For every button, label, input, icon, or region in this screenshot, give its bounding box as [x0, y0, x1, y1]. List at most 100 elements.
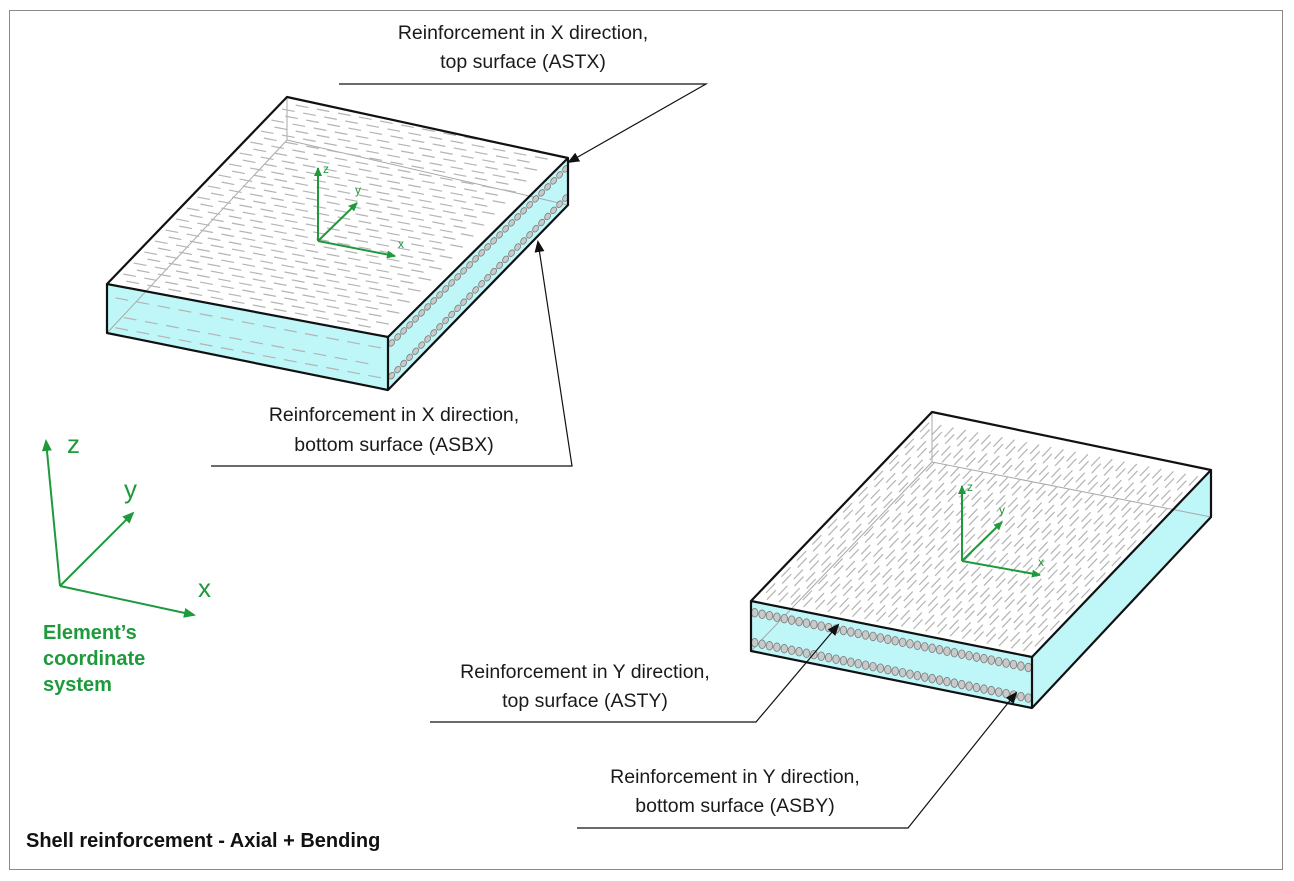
rebar-end	[802, 648, 811, 658]
rebar-end	[448, 310, 455, 319]
rebar-dash	[375, 321, 389, 325]
rebar-dash	[492, 200, 506, 204]
rebar-dash	[1020, 499, 1030, 510]
rebar-end	[913, 670, 922, 681]
rebar-end	[502, 255, 509, 264]
rebar-dash	[220, 347, 234, 351]
rebar-dash	[379, 198, 393, 202]
rebar-end	[869, 661, 877, 672]
rebar-dash	[965, 457, 976, 468]
rebar-end	[935, 645, 944, 655]
rebar-dash	[1106, 523, 1117, 534]
rebar-dash	[1017, 601, 1028, 612]
rebar-dash	[928, 526, 939, 537]
rebar-dash	[334, 157, 348, 161]
rebar-dash	[249, 271, 263, 275]
rebar-dash	[207, 237, 221, 241]
rebar-dash	[1017, 525, 1028, 536]
rebar-dash	[846, 567, 856, 578]
rebar-dash	[1010, 631, 1020, 642]
rebar-dash	[239, 256, 253, 260]
rebar-dash	[882, 567, 892, 579]
rebar-dash	[147, 258, 161, 263]
rebar-end	[906, 639, 914, 649]
rebar-dash	[949, 466, 960, 477]
rebar-dash	[513, 178, 527, 182]
rebar-dash	[1038, 541, 1049, 552]
rebar-dash	[336, 320, 350, 324]
rebar-dash	[973, 547, 984, 559]
slab2-local-x-label: x	[1038, 555, 1044, 569]
slab1-top-rebar-dashes	[123, 104, 548, 328]
rebar-dash	[1077, 530, 1088, 541]
rebar-dash	[790, 587, 801, 599]
rebar-dash	[326, 279, 340, 283]
rebar-dash	[292, 149, 306, 153]
rebar-dash	[189, 292, 203, 297]
rebar-dash	[985, 626, 996, 638]
rebar-dash	[921, 556, 932, 567]
rebar-dash	[879, 516, 890, 528]
rebar-dash	[889, 537, 899, 548]
rebar-dash	[408, 210, 421, 214]
rebar-dash	[910, 561, 921, 572]
rebar-dash	[867, 507, 878, 518]
rebar-dash	[316, 160, 330, 165]
rebar-dash	[1176, 473, 1187, 484]
rebar-dash	[221, 207, 235, 212]
rebar-dash	[376, 269, 390, 273]
rebar-dash	[400, 254, 414, 258]
rebar-dash	[260, 182, 274, 186]
rebar-dash	[949, 626, 960, 637]
rebar-dash	[940, 445, 951, 456]
rebar-dash	[925, 461, 936, 472]
rebar-dash	[1030, 451, 1041, 462]
rebar-dash	[231, 300, 245, 304]
rebar-dash	[873, 553, 884, 565]
rebar-dash	[365, 254, 379, 258]
rebar-dash	[410, 269, 424, 273]
rebar-dash	[1157, 507, 1168, 519]
rebar-dash	[952, 600, 963, 612]
rebar-dash	[411, 243, 424, 247]
rebar-dash	[1039, 471, 1050, 483]
rebar-dash	[984, 499, 994, 510]
rebar-dash	[157, 247, 171, 252]
rebar-dash	[1063, 469, 1073, 481]
rebar-dash	[295, 130, 309, 135]
rebar-dash	[916, 524, 927, 535]
rebar-dash	[218, 174, 232, 179]
rebar-dash	[323, 298, 337, 302]
rebar-dash	[397, 273, 411, 277]
rebar-dash	[980, 510, 991, 522]
rebar-dash	[294, 286, 308, 290]
rebar-dash	[1005, 446, 1016, 457]
rebar-dash	[253, 174, 267, 179]
rebar-dash	[894, 570, 905, 581]
rebar-dash	[260, 234, 274, 238]
rebar-dash	[885, 549, 896, 560]
rebar-dash	[218, 252, 231, 256]
rebar-dash	[860, 544, 871, 555]
rebar-dash	[1097, 502, 1108, 513]
rebar-dash	[304, 362, 318, 367]
rebar-dash	[355, 187, 369, 191]
rebar-dash	[926, 468, 937, 479]
rebar-dash	[316, 264, 329, 268]
rebar-dash	[355, 360, 369, 365]
rebar-dash	[439, 203, 453, 207]
rebar-dash	[814, 592, 825, 603]
rebar-dash	[852, 530, 863, 541]
rebar-dash	[1013, 536, 1024, 547]
rebar-dash	[418, 277, 432, 281]
rebar-dash	[955, 582, 966, 593]
rebar-dash	[989, 531, 1000, 543]
rebar-dash	[231, 274, 245, 279]
rebar-dash	[524, 167, 538, 171]
rebar-dash	[978, 459, 989, 471]
rebar-dash	[397, 299, 411, 303]
rebar-dash	[999, 483, 1010, 494]
rebar-dash	[1054, 532, 1065, 543]
rebar-dash	[1103, 542, 1113, 553]
rebar-end	[921, 642, 929, 652]
